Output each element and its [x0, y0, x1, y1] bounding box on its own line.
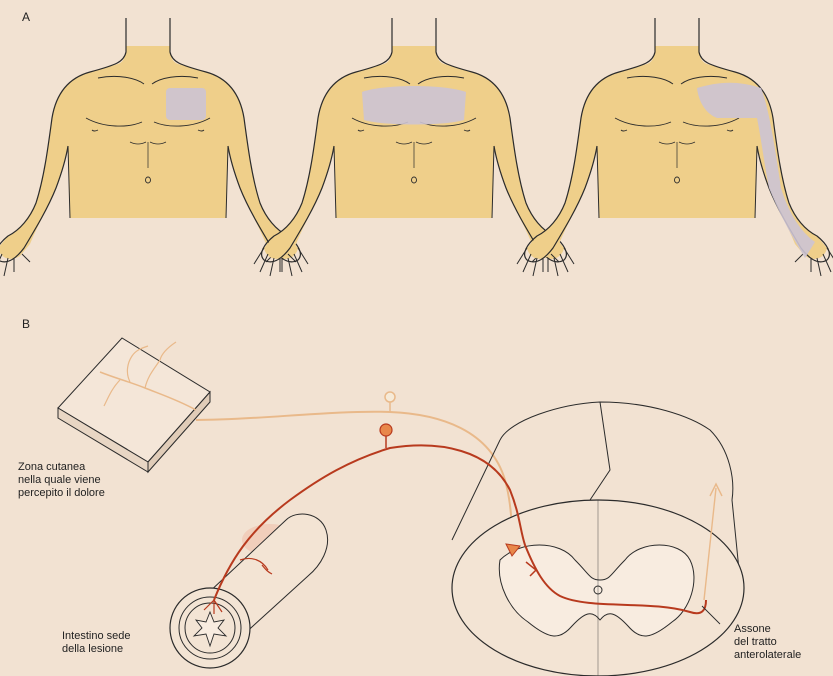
pain-area-chest-band	[362, 86, 466, 125]
panel-label-b: B	[22, 317, 30, 331]
skin-zone-label: Zona cutanea nella quale viene percepito…	[18, 461, 105, 500]
skin-patch	[58, 338, 210, 472]
torso-middle	[254, 18, 574, 276]
intestine-segment	[170, 514, 328, 668]
spinal-cord	[452, 402, 744, 676]
axon-label: Assone del tratto anterolaterale	[734, 623, 801, 662]
cutaneous-fiber	[196, 392, 512, 545]
intestine-label: Intestino sede della lesione	[62, 630, 131, 656]
torso-left	[0, 18, 308, 276]
pain-area-left-chest	[166, 88, 206, 120]
torso-right	[517, 18, 833, 276]
panel-label-a: A	[22, 10, 30, 24]
